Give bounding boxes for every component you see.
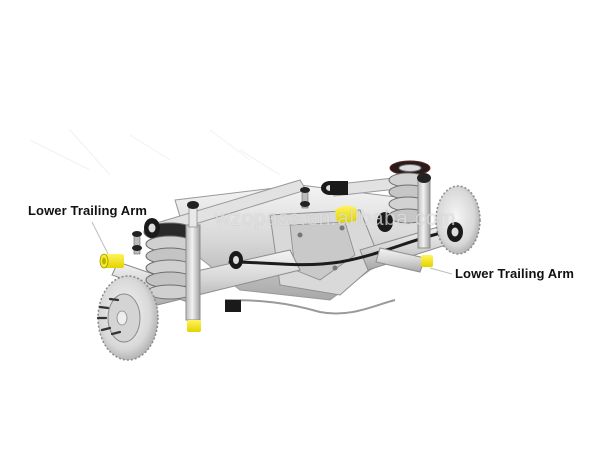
callout-label-right: Lower Trailing Arm xyxy=(455,266,575,281)
center-bushings xyxy=(225,181,393,312)
right-shock xyxy=(417,173,431,249)
wheel-studs xyxy=(96,297,122,336)
left-sway-link xyxy=(132,231,142,255)
left-leader-line xyxy=(91,221,109,255)
background-sketch xyxy=(29,129,281,176)
right-lower-trailing-arm-bushing xyxy=(421,255,433,267)
right-lower-trailing-arm xyxy=(375,247,426,273)
center-bushing xyxy=(335,205,358,223)
highlighted-bushings xyxy=(99,205,433,332)
left-upper-bushing xyxy=(144,218,160,238)
right-leader-line xyxy=(429,267,453,275)
right-brake-disc xyxy=(435,185,481,255)
callout-leaders xyxy=(91,221,453,275)
left-brake-disc xyxy=(96,275,159,361)
callout-label-left: Lower Trailing Arm xyxy=(28,203,148,218)
sway-bar xyxy=(228,230,447,267)
left-lower-trailing-arm-bushing xyxy=(99,253,124,269)
left-axle-bushing xyxy=(187,320,201,332)
brake-line xyxy=(224,299,396,315)
